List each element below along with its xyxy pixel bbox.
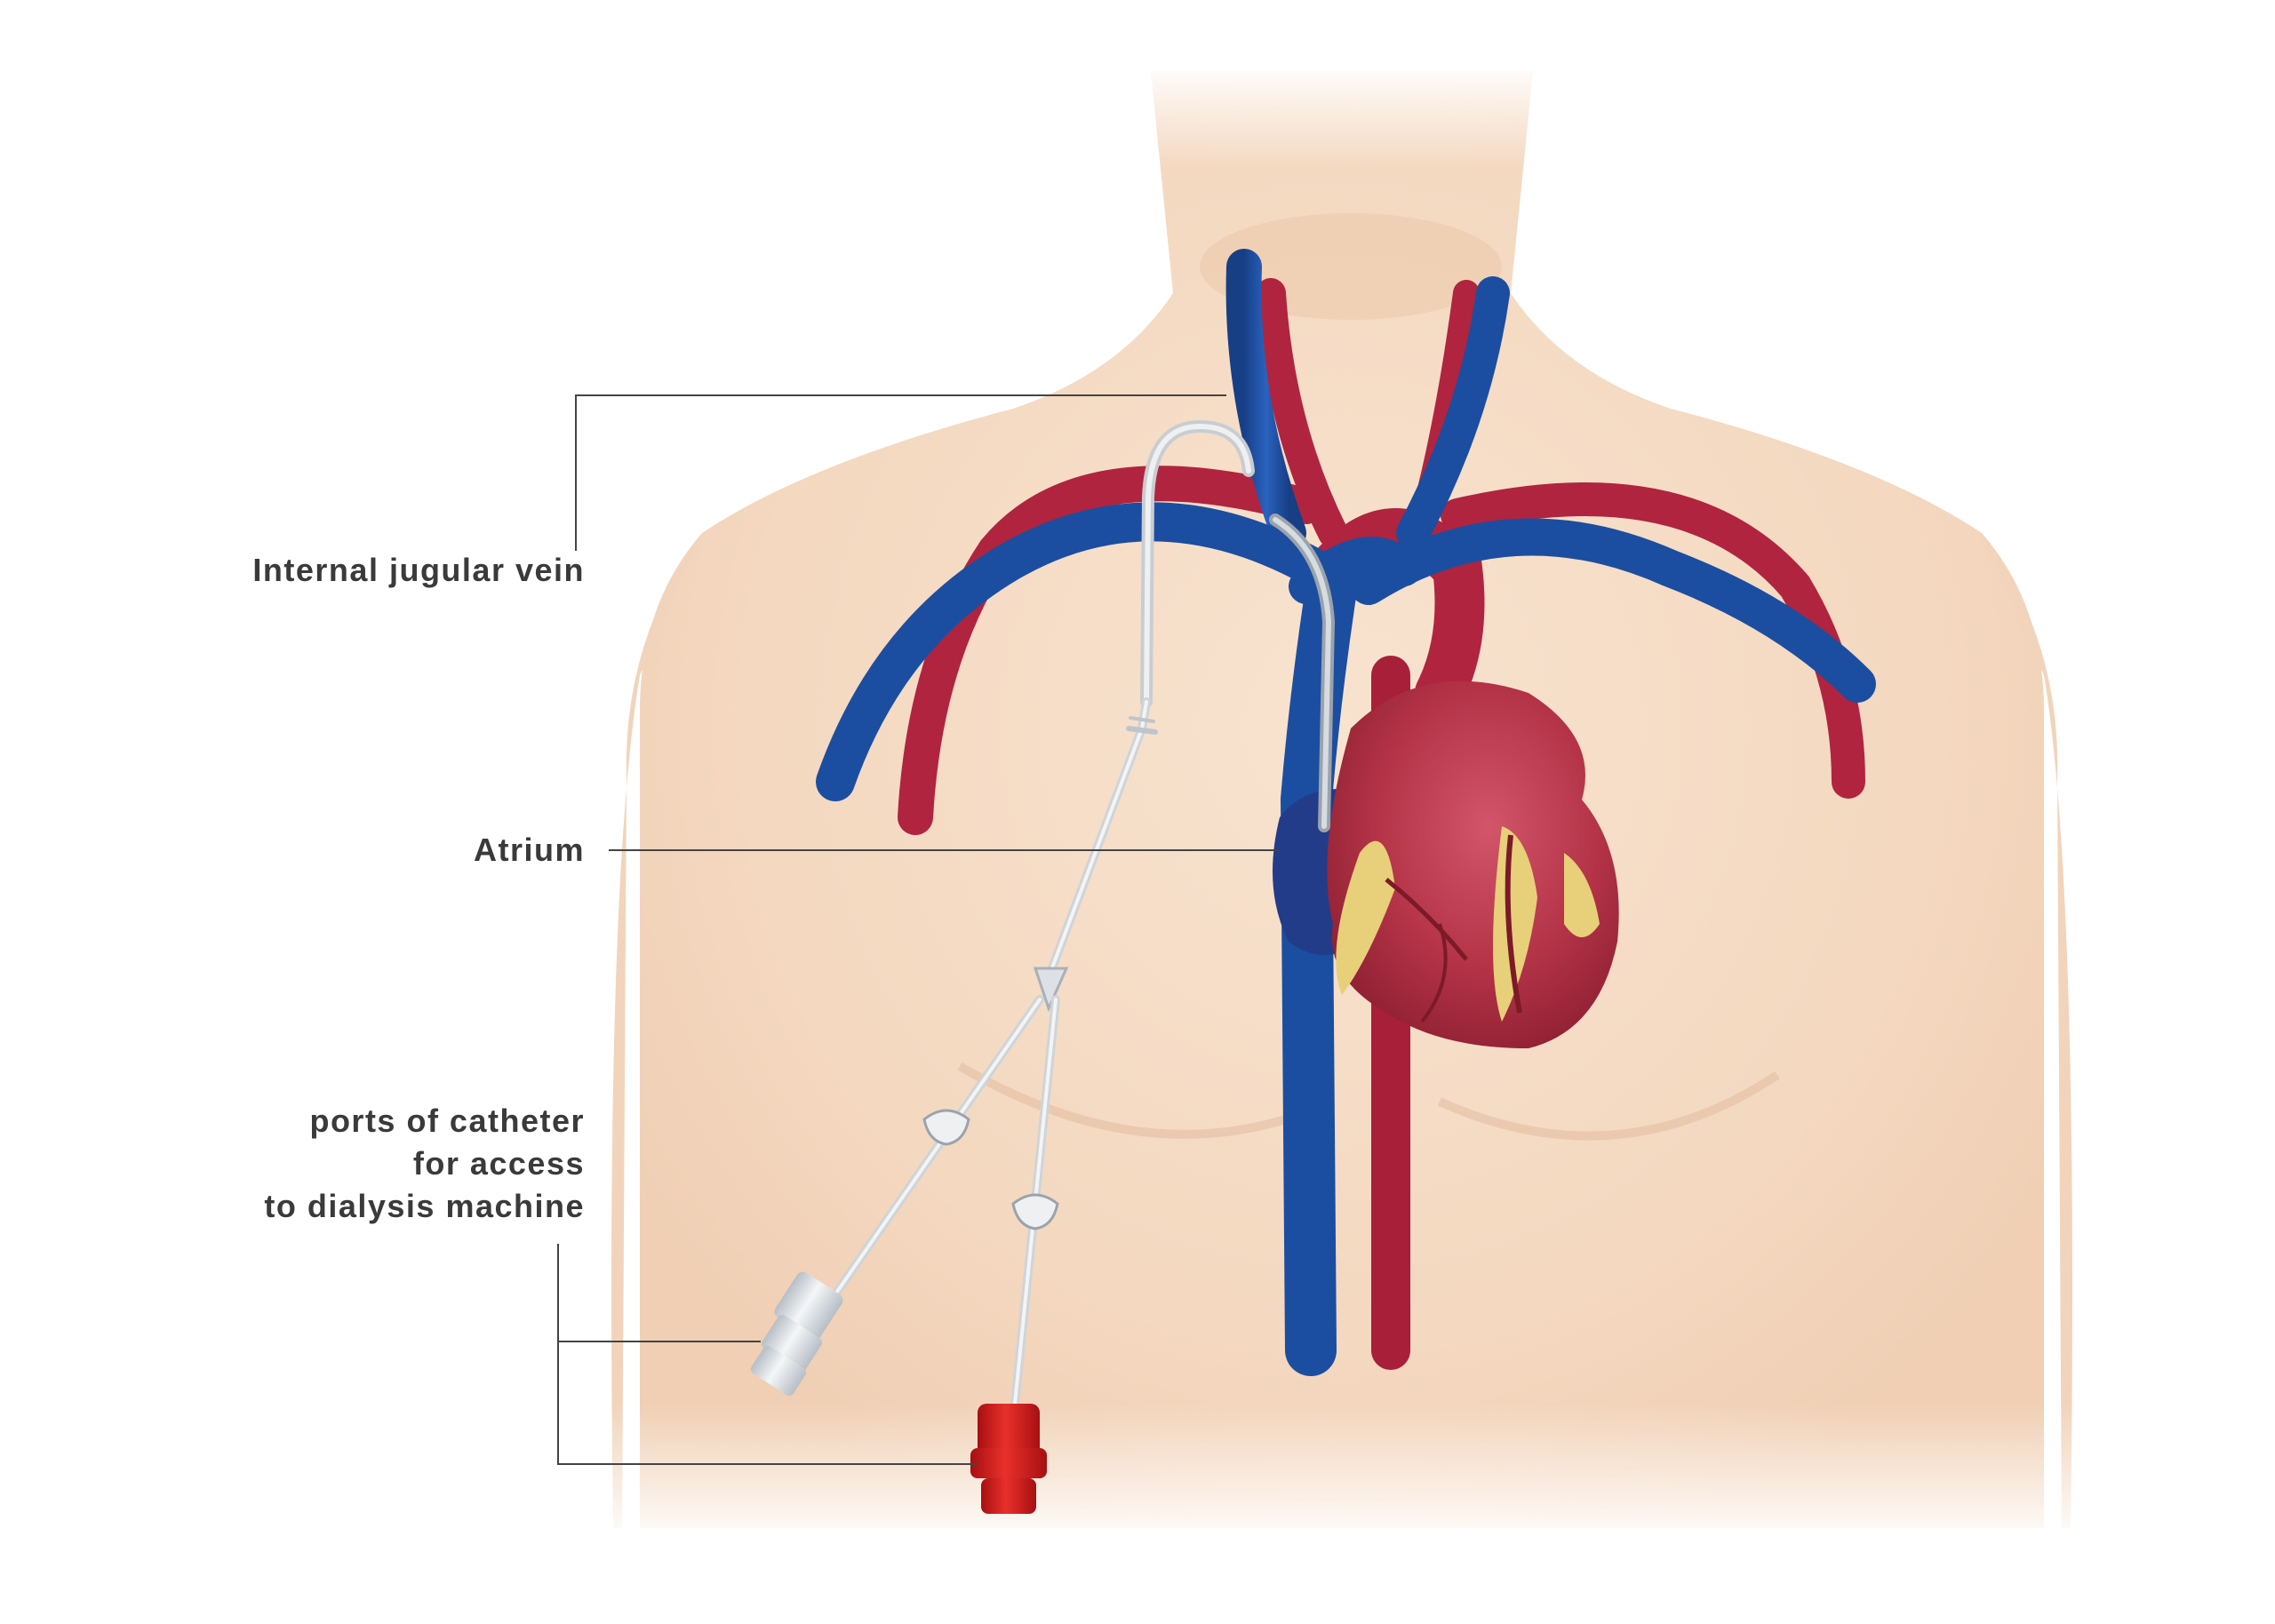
label-line: to dialysis machine [264, 1188, 585, 1224]
leader-lines [557, 394, 1280, 1465]
catheter-clamps [922, 1109, 1059, 1230]
label-text: Internal jugular vein [252, 552, 585, 588]
label-ports-of-catheter: ports of catheter for access to dialysis… [264, 1100, 585, 1228]
label-line: for access [412, 1145, 585, 1182]
white-port [751, 1271, 843, 1397]
label-atrium: Atrium [474, 829, 585, 872]
leader-line-ports [557, 1341, 978, 1465]
label-line: ports of catheter [309, 1103, 585, 1139]
leader-line-jugular [575, 394, 1226, 551]
heart [1273, 681, 1619, 1048]
label-text: Atrium [474, 832, 585, 868]
label-internal-jugular-vein: Internal jugular vein [252, 549, 585, 592]
red-port [970, 1404, 1047, 1514]
